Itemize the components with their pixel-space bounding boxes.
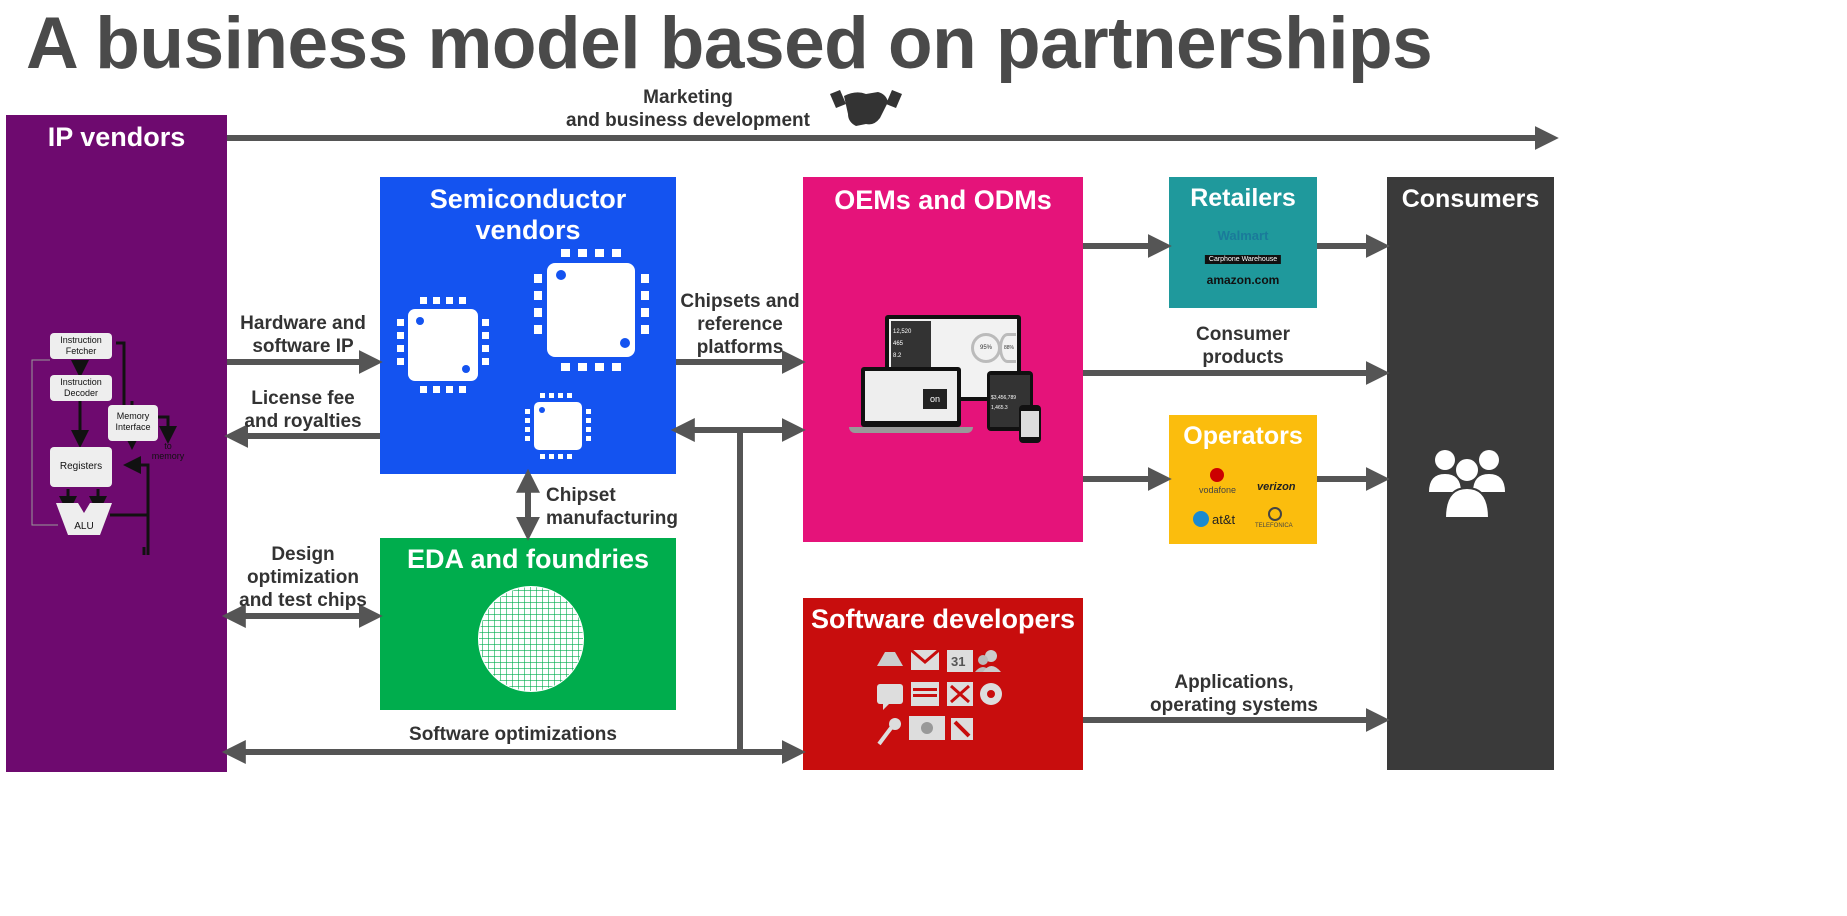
semiconductor-vendors-label: Semiconductor vendors — [429, 184, 627, 245]
consumers-box: Consumers — [1387, 177, 1554, 770]
registers-block: Registers — [50, 447, 112, 487]
eda-foundries-box: EDA and foundries — [380, 538, 676, 710]
alu-shape — [56, 503, 112, 535]
vodafone-icon — [1210, 468, 1224, 482]
software-opt-label: Software optimizations — [409, 724, 617, 745]
ip-vendors-box: IP vendors — [6, 115, 227, 772]
software-icons-grid: 31 — [875, 648, 1025, 760]
drive-icon — [877, 652, 903, 666]
laptop-icon: on — [861, 367, 961, 427]
chipset-mfg-label: Chipset manufacturing — [546, 485, 678, 529]
chip-icon-small — [534, 402, 582, 450]
instruction-decoder-block: Instruction Decoder — [50, 375, 112, 401]
chip-icon-medium — [408, 309, 478, 381]
calendar-icon — [947, 650, 973, 672]
verizon-logo: verizon — [1257, 481, 1296, 493]
handshake-icon — [830, 90, 902, 126]
att-logo: at&t — [1212, 512, 1236, 527]
telefonica-icon — [1268, 507, 1282, 521]
marketing-label: Marketing and business development — [566, 87, 810, 131]
telefonica-logo: TELEFONICA — [1255, 523, 1293, 529]
gmail-icon — [910, 648, 940, 670]
stat-2: 465 — [893, 341, 904, 347]
retailers-box: Retailers Walmart Carphone Warehouse ama… — [1169, 177, 1317, 308]
eda-foundries-label: EDA and foundries — [406, 544, 649, 574]
hangouts-icon — [877, 684, 903, 710]
carphone-warehouse-logo: Carphone Warehouse — [1204, 255, 1282, 264]
operators-box: Operators vodafone verizon at&t TELEFONI… — [1169, 415, 1317, 544]
chrome-icon — [980, 683, 1002, 705]
to-memory-label: to memory — [151, 441, 185, 461]
key-icon — [877, 718, 901, 746]
software-developers-label: Software developers — [810, 604, 1076, 634]
semiconductor-vendors-box: Semiconductor vendors — [380, 177, 676, 474]
oems-odms-box: OEMs and ODMs 12,520 465 8.2 95% 88% on … — [803, 177, 1083, 542]
consumer-products-label: Consumer products — [1196, 324, 1290, 368]
walmart-logo: Walmart — [1217, 228, 1269, 243]
amazon-logo: amazon.com — [1206, 273, 1280, 287]
stat-1: 12,520 — [893, 329, 912, 335]
software-developers-box: Software developers 31 — [803, 598, 1083, 770]
phone-icon — [1019, 405, 1041, 443]
calendar-day: 31 — [951, 654, 966, 669]
chip-icon-large — [547, 263, 635, 357]
laptop-screen-label: on — [923, 389, 947, 409]
consumers-label: Consumers — [1401, 185, 1540, 213]
gauge-2: 88% — [999, 333, 1016, 363]
cpu-diagram: Instruction Fetcher Instruction Decoder … — [28, 325, 198, 559]
tools-icon — [947, 682, 973, 706]
chip-icons — [397, 249, 649, 459]
wafer-icon — [478, 586, 584, 692]
retailers-label: Retailers — [1190, 184, 1296, 212]
devices-illustration: 12,520 465 8.2 95% 88% on $3,456,789 1,4… — [843, 315, 1053, 445]
att-icon — [1193, 511, 1209, 527]
license-label: License fee and royalties — [244, 388, 362, 432]
news-icon — [951, 718, 973, 740]
laptop-base — [849, 427, 973, 433]
browser-window-icon — [911, 682, 939, 706]
presentation-icon — [909, 716, 945, 740]
people-icon — [1429, 450, 1505, 518]
apps-os-label: Applications, operating systems — [1150, 672, 1318, 716]
tablet-value-2: 1,465.3 — [991, 405, 1008, 411]
design-opt-label: Design optimization and test chips — [239, 544, 367, 611]
memory-interface-block: Memory Interface — [108, 405, 158, 441]
alu-label: ALU — [74, 521, 94, 532]
hardware-ip-label: Hardware and software IP — [240, 313, 366, 357]
contacts-icon — [975, 650, 1001, 672]
ip-vendors-label: IP vendors — [47, 122, 186, 152]
oems-odms-label: OEMs and ODMs — [834, 185, 1052, 215]
chipsets-ref-label: Chipsets and reference platforms — [680, 291, 800, 358]
vodafone-logo: vodafone — [1199, 485, 1237, 495]
instruction-fetcher-block: Instruction Fetcher — [50, 333, 112, 359]
operators-label: Operators — [1183, 422, 1303, 450]
page-title: A business model based on partnerships — [26, 3, 1433, 84]
tablet-value: $3,456,789 — [991, 395, 1017, 401]
stat-3: 8.2 — [893, 353, 902, 359]
